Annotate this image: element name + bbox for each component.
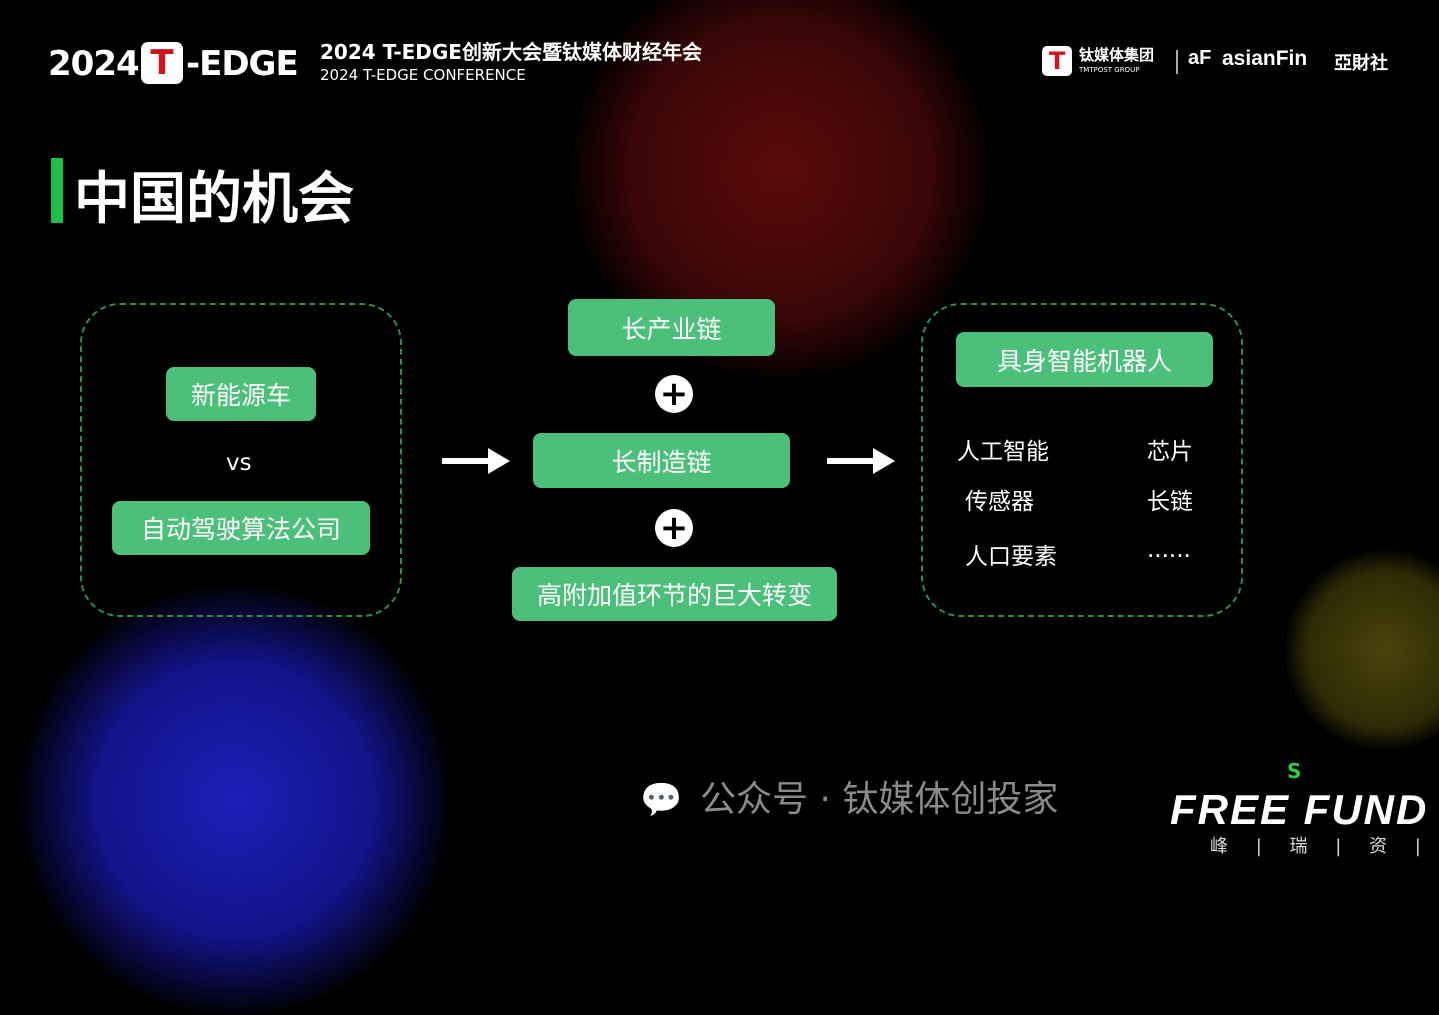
slide-title: 中国的机会	[74, 167, 354, 232]
item-chip: 芯片	[1147, 439, 1193, 465]
item-ellipsis: ......	[1147, 537, 1191, 563]
conference-title-en: 2024 T-EDGE CONFERENCE	[320, 66, 526, 84]
right-arrow-icon	[827, 448, 895, 474]
title-accent-bar	[51, 158, 63, 223]
asianfin-logo-icon: aF	[1188, 47, 1212, 69]
asianfin-name: asianFin	[1222, 47, 1308, 70]
logo-year: 2024	[48, 44, 140, 84]
plus-icon: +	[655, 509, 693, 547]
pill-autonomous-driving: 自动驾驶算法公司	[112, 501, 370, 555]
pill-high-value-shift: 高附加值环节的巨大转变	[512, 567, 837, 621]
item-ai: 人工智能	[957, 439, 1049, 465]
yellow-glow-decoration	[1285, 550, 1439, 750]
plus-icon: +	[655, 375, 693, 413]
pill-long-manufacturing-chain: 长制造链	[533, 433, 790, 488]
tmtpost-logo-icon: T	[1042, 46, 1072, 76]
right-group-box	[921, 303, 1243, 617]
blue-glow-decoration	[20, 585, 450, 1015]
right-arrow-icon	[442, 448, 510, 474]
logo-edge: -EDGE	[186, 44, 299, 84]
watermark-text: 公众号 · 钛媒体创投家	[700, 779, 1059, 820]
item-sensor: 传感器	[965, 489, 1034, 515]
vs-label: vs	[226, 450, 252, 476]
left-group-box	[80, 303, 402, 617]
tmtpost-name-en: TMTPOST GROUP	[1079, 66, 1140, 74]
asianfin-name-cn: 亞財社	[1334, 53, 1388, 74]
item-long-chain: 长链	[1147, 489, 1193, 515]
item-population: 人口要素	[965, 544, 1057, 570]
freefund-s-mark: S	[1287, 759, 1302, 783]
tedge-logo-icon: T	[141, 42, 183, 84]
pill-embodied-robot: 具身智能机器人	[956, 332, 1213, 387]
freefund-name-cn: 峰 | 瑞 | 资 | 本	[1210, 836, 1439, 857]
logo-divider	[1176, 50, 1178, 74]
pill-long-industry-chain: 长产业链	[568, 299, 775, 356]
freefund-logo: FREE FUND	[1170, 786, 1429, 833]
wechat-icon: 💬	[640, 780, 683, 820]
tmtpost-name-cn: 钛媒体集团	[1079, 46, 1155, 64]
pill-new-energy-car: 新能源车	[166, 367, 316, 421]
conference-title-cn: 2024 T-EDGE创新大会暨钛媒体财经年会	[320, 40, 702, 64]
